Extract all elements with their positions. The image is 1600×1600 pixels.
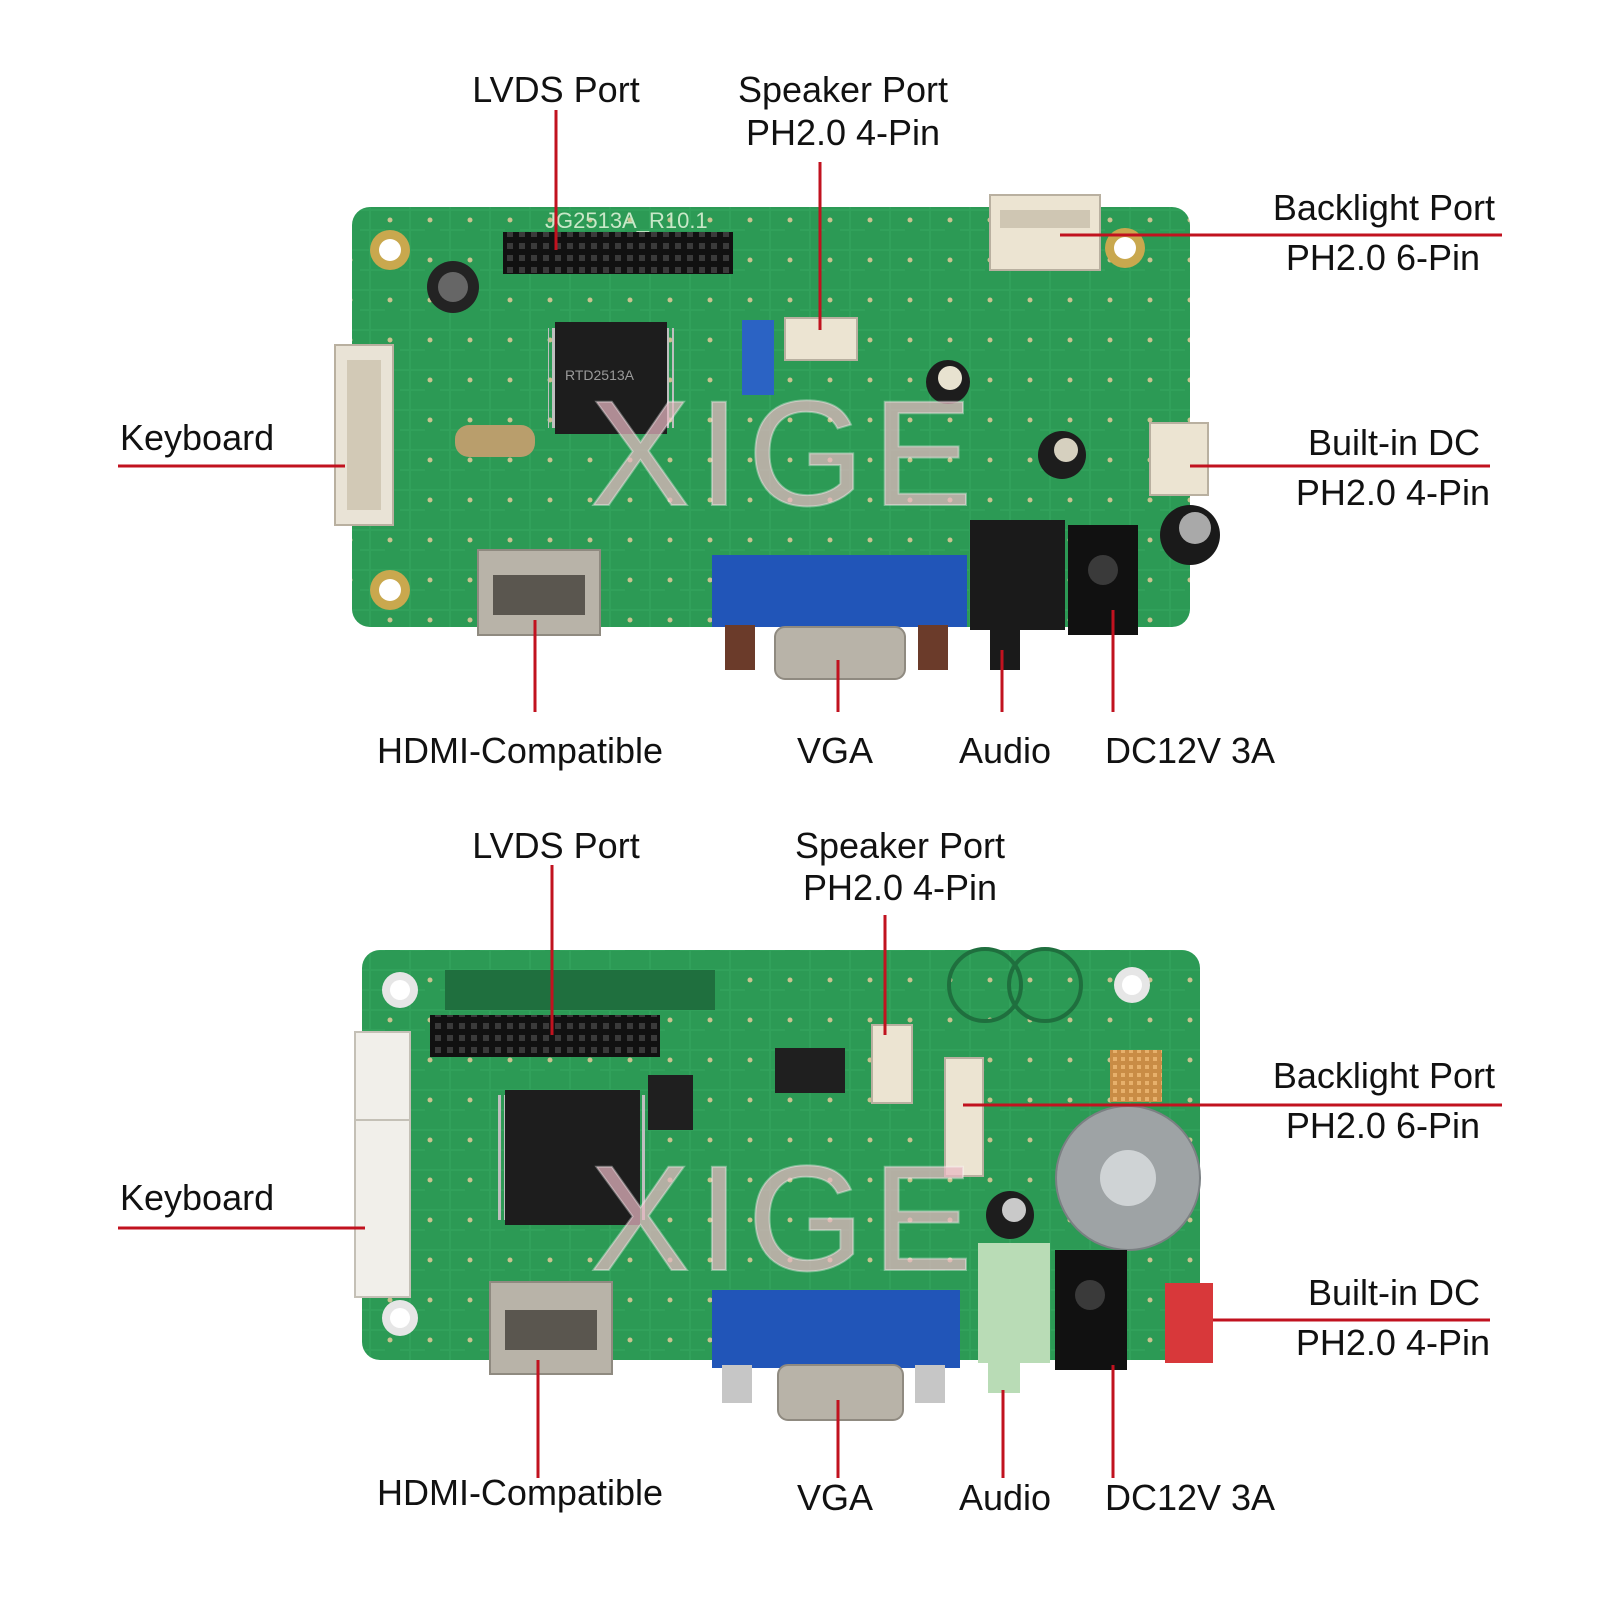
ic: [648, 1075, 693, 1130]
label-builtin-dc-pins: PH2.0 4-Pin: [1296, 472, 1490, 513]
mounting-hole-icon: [382, 967, 1150, 1336]
label-vga: VGA: [797, 1477, 873, 1518]
capacitor-footprint: [947, 947, 1023, 1023]
label-audio: Audio: [959, 1477, 1051, 1518]
label-audio: Audio: [959, 730, 1051, 771]
label-builtin-dc: Built-in DC: [1308, 422, 1480, 463]
capacitor-footprint: [1007, 947, 1083, 1023]
dc-jack: [1055, 1250, 1127, 1370]
speaker-connector: [871, 1024, 913, 1104]
vga-shell: [774, 626, 906, 680]
label-dc12v: DC12V 3A: [1105, 730, 1275, 771]
label-backlight-port: Backlight Port: [1273, 1055, 1495, 1096]
chip-pins: [548, 328, 555, 428]
leader-lines: [118, 110, 1502, 712]
watermark: XIGE: [590, 369, 980, 537]
backlight-connector: [989, 194, 1101, 271]
board-bottom: XIGE LVDS Port Speaker Port PH2.0 4-Pin …: [118, 825, 1502, 1518]
label-backlight-pins: PH2.0 6-Pin: [1286, 237, 1480, 278]
watermark: XIGE: [590, 1134, 980, 1302]
blue-connector: [742, 320, 774, 395]
label-speaker-pins: PH2.0 4-Pin: [746, 112, 940, 153]
label-keyboard: Keyboard: [120, 417, 274, 458]
keyboard-connector: [354, 1031, 411, 1298]
vga-connector: [712, 555, 967, 627]
builtin-dc-connector: [1165, 1283, 1213, 1363]
label-backlight-port: Backlight Port: [1273, 187, 1495, 228]
label-lvds-port: LVDS Port: [472, 69, 639, 110]
scaler-chip: [555, 322, 667, 434]
mounting-hole-icon: [370, 228, 1145, 610]
label-speaker-pins: PH2.0 4-Pin: [803, 867, 997, 908]
chip-pins: [640, 1095, 647, 1220]
label-lvds-port: LVDS Port: [472, 825, 639, 866]
label-keyboard: Keyboard: [120, 1177, 274, 1218]
silkscreen-text: JG2513A_R10.1: [545, 208, 708, 233]
board-top: JG2513A_R10.1 RTD2513A: [118, 69, 1502, 771]
chip-pins: [667, 328, 674, 428]
chip-marking: RTD2513A: [565, 367, 635, 383]
label-hdmi: HDMI-Compatible: [377, 730, 663, 771]
label-speaker-port: Speaker Port: [738, 69, 948, 110]
label-vga: VGA: [797, 730, 873, 771]
label-speaker-port: Speaker Port: [795, 825, 1005, 866]
builtin-dc-connector: [1149, 422, 1209, 496]
crystal: [455, 425, 535, 457]
label-dc12v: DC12V 3A: [1105, 1477, 1275, 1518]
chip-pins: [498, 1095, 505, 1220]
leader-lines: [118, 865, 1502, 1478]
vga-connector: [712, 1290, 960, 1368]
scaler-chip: [505, 1090, 640, 1225]
keyboard-pins: [347, 360, 381, 510]
backlight-connector: [944, 1057, 984, 1177]
ic: [775, 1048, 845, 1093]
lvds-header: [503, 232, 733, 274]
audio-jack: [978, 1243, 1050, 1363]
copper-pad: [1110, 1050, 1162, 1102]
lvds-header: [430, 1015, 660, 1057]
label-hdmi: HDMI-Compatible: [377, 1472, 663, 1513]
label-builtin-dc-pins: PH2.0 4-Pin: [1296, 1322, 1490, 1363]
vga-shell: [777, 1364, 904, 1421]
label-builtin-dc: Built-in DC: [1308, 1272, 1480, 1313]
audio-jack: [970, 520, 1065, 630]
label-backlight-pins: PH2.0 6-Pin: [1286, 1105, 1480, 1146]
